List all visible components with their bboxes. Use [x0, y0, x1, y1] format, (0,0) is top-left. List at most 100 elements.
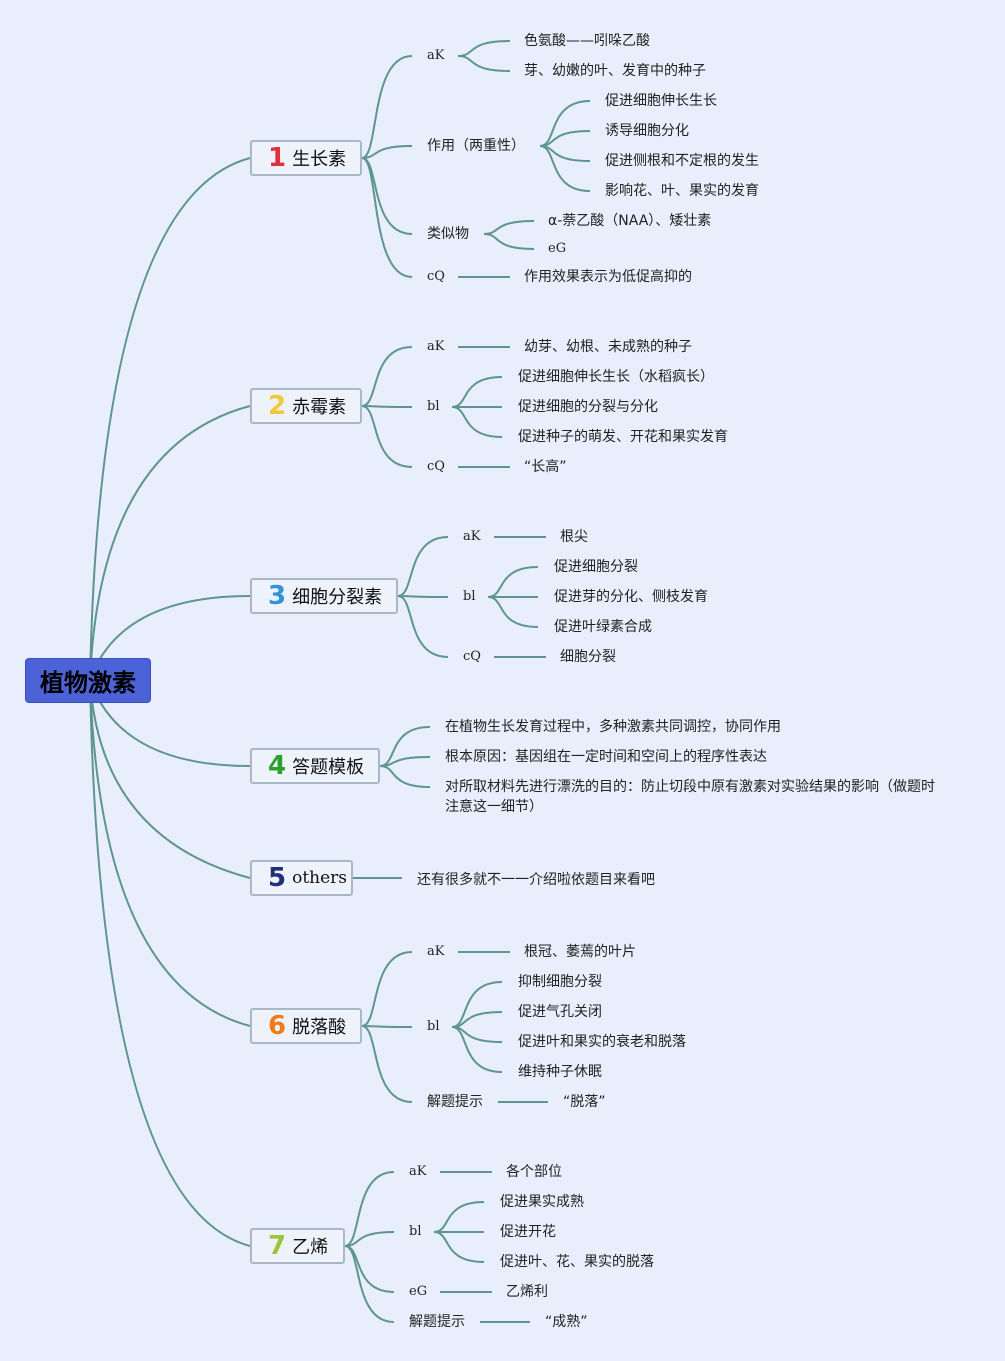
leaf-node[interactable]: 促进细胞分裂 — [554, 559, 638, 575]
branch-connector — [344, 1171, 395, 1247]
connector — [451, 406, 503, 438]
sub-node[interactable]: cQ — [427, 459, 445, 474]
connector — [487, 596, 539, 628]
branch-connector — [361, 1025, 413, 1028]
connector — [483, 220, 535, 235]
sub-node[interactable]: aK — [427, 48, 445, 63]
sub-node[interactable]: 作用（两重性） — [427, 138, 525, 154]
leaf-node[interactable]: 各个部位 — [506, 1164, 562, 1180]
leaf-node[interactable]: 促进侧根和不定根的发生 — [605, 153, 759, 169]
connector — [433, 1201, 485, 1233]
connector — [483, 233, 535, 250]
leaf-node[interactable]: 色氨酸——吲哚乙酸 — [524, 33, 650, 49]
sub-node[interactable]: aK — [427, 944, 445, 959]
branch-abscisic-acid[interactable]: 6 脱落酸 — [250, 1008, 362, 1044]
number-5-icon: 5 — [268, 863, 287, 893]
leaf-node[interactable]: 促进果实成熟 — [500, 1194, 584, 1210]
sub-node[interactable]: 解题提示 — [409, 1314, 465, 1330]
sub-node[interactable]: bl — [409, 1224, 422, 1239]
branch-label: 乙烯 — [292, 1237, 329, 1258]
sub-node[interactable]: bl — [427, 399, 440, 414]
root-node[interactable]: 植物激素 — [25, 658, 151, 703]
leaf-node[interactable]: “脱落” — [563, 1094, 606, 1110]
sub-node[interactable]: bl — [427, 1019, 440, 1034]
branch-connector — [344, 1231, 395, 1247]
branch-connector — [344, 1245, 395, 1323]
leaf-node[interactable]: “长高” — [524, 459, 567, 475]
leaf-node[interactable]: 细胞分裂 — [560, 649, 616, 665]
branch-ethylene[interactable]: 7 乙烯 — [250, 1228, 345, 1264]
sub-node[interactable]: cQ — [463, 649, 481, 664]
root-connector — [89, 679, 251, 1247]
branch-connector — [361, 405, 413, 408]
branch-answer-template[interactable]: 4 答题模板 — [250, 748, 380, 784]
leaf-node[interactable]: 促进细胞的分裂与分化 — [518, 399, 658, 415]
leaf-node[interactable]: 促进芽的分化、侧枝发育 — [554, 589, 708, 605]
number-4-icon: 4 — [268, 751, 287, 781]
branch-connector — [361, 405, 413, 468]
number-6-icon: 6 — [268, 1011, 287, 1041]
branch-connector — [397, 595, 449, 658]
branch-others[interactable]: 5 others — [250, 860, 353, 896]
connector — [539, 145, 591, 162]
connector — [539, 145, 591, 192]
leaf-node[interactable]: 抑制细胞分裂 — [518, 974, 602, 990]
number-1-icon: 1 — [268, 143, 287, 173]
sub-node[interactable]: aK — [427, 339, 445, 354]
connector — [457, 55, 511, 72]
leaf-node[interactable]: 促进叶、花、果实的脱落 — [500, 1254, 654, 1270]
root-connector — [89, 157, 251, 681]
root-connector — [89, 405, 251, 681]
number-7-icon: 7 — [268, 1231, 287, 1261]
sub-node[interactable]: eG — [409, 1284, 428, 1299]
leaf-node[interactable]: 促进叶和果实的衰老和脱落 — [518, 1034, 686, 1050]
leaf-node[interactable]: 维持种子休眠 — [518, 1064, 602, 1080]
sub-node[interactable]: bl — [463, 589, 476, 604]
connector — [451, 1011, 503, 1028]
leaf-node[interactable]: α-萘乙酸（NAA）、矮壮素 — [548, 213, 712, 229]
connector — [487, 566, 539, 598]
leaf-node[interactable]: “成熟” — [545, 1314, 588, 1330]
branch-gibberellin[interactable]: 2 赤霉素 — [250, 388, 362, 424]
leaf-node[interactable]: eG — [548, 241, 567, 256]
leaf-node[interactable]: 根冠、萎蔫的叶片 — [524, 944, 636, 960]
leaf-node[interactable]: 促进种子的萌发、开花和果实发育 — [518, 429, 728, 445]
branch-connector — [361, 951, 413, 1027]
sub-node[interactable]: aK — [409, 1164, 427, 1179]
sub-node[interactable]: 根本原因：基因组在一定时间和空间上的程序性表达 — [445, 749, 767, 765]
connector — [433, 1231, 485, 1263]
branch-auxin[interactable]: 1 生长素 — [250, 140, 362, 176]
branch-connector — [361, 55, 413, 159]
sub-node[interactable]: cQ — [427, 269, 445, 284]
sub-node[interactable]: aK — [463, 529, 481, 544]
sub-node[interactable]: 还有很多就不一一介绍啦依题目来看吧 — [417, 872, 655, 888]
connector — [457, 40, 511, 57]
branch-cytokinin[interactable]: 3 细胞分裂素 — [250, 578, 398, 614]
leaf-node[interactable]: 乙烯利 — [506, 1284, 548, 1300]
sub-node[interactable]: 解题提示 — [427, 1094, 483, 1110]
leaf-node[interactable]: 幼芽、幼根、未成熟的种子 — [524, 339, 692, 355]
number-2-icon: 2 — [268, 391, 287, 421]
branch-connector — [361, 346, 413, 407]
leaf-node[interactable]: 作用效果表示为低促高抑的 — [524, 269, 692, 285]
leaf-node[interactable]: 促进细胞伸长生长 — [605, 93, 717, 109]
leaf-node[interactable]: 芽、幼嫩的叶、发育中的种子 — [524, 63, 706, 79]
leaf-node[interactable]: 促进细胞伸长生长（水稻疯长） — [518, 369, 714, 385]
sub-node[interactable]: 类似物 — [427, 226, 469, 242]
branch-connector — [397, 595, 449, 598]
sub-node[interactable]: 对所取材料先进行漂洗的目的：防止切段中原有激素对实验结果的影响（做题时注意这一细… — [445, 779, 935, 815]
connector — [451, 1026, 503, 1043]
branch-connector — [397, 536, 449, 597]
leaf-node[interactable]: 促进开花 — [500, 1224, 556, 1240]
leaf-node[interactable]: 促进叶绿素合成 — [554, 619, 652, 635]
leaf-node[interactable]: 诱导细胞分化 — [605, 123, 689, 139]
connector — [539, 100, 591, 147]
connector — [539, 130, 591, 147]
leaf-node[interactable]: 根尖 — [560, 529, 588, 545]
branch-connector — [361, 1025, 413, 1103]
sub-node[interactable]: 在植物生长发育过程中，多种激素共同调控，协同作用 — [445, 719, 781, 735]
leaf-node[interactable]: 影响花、叶、果实的发育 — [605, 183, 759, 199]
leaf-node[interactable]: 促进气孔关闭 — [518, 1004, 602, 1020]
number-3-icon: 3 — [268, 581, 287, 611]
root-connector — [89, 679, 251, 1027]
